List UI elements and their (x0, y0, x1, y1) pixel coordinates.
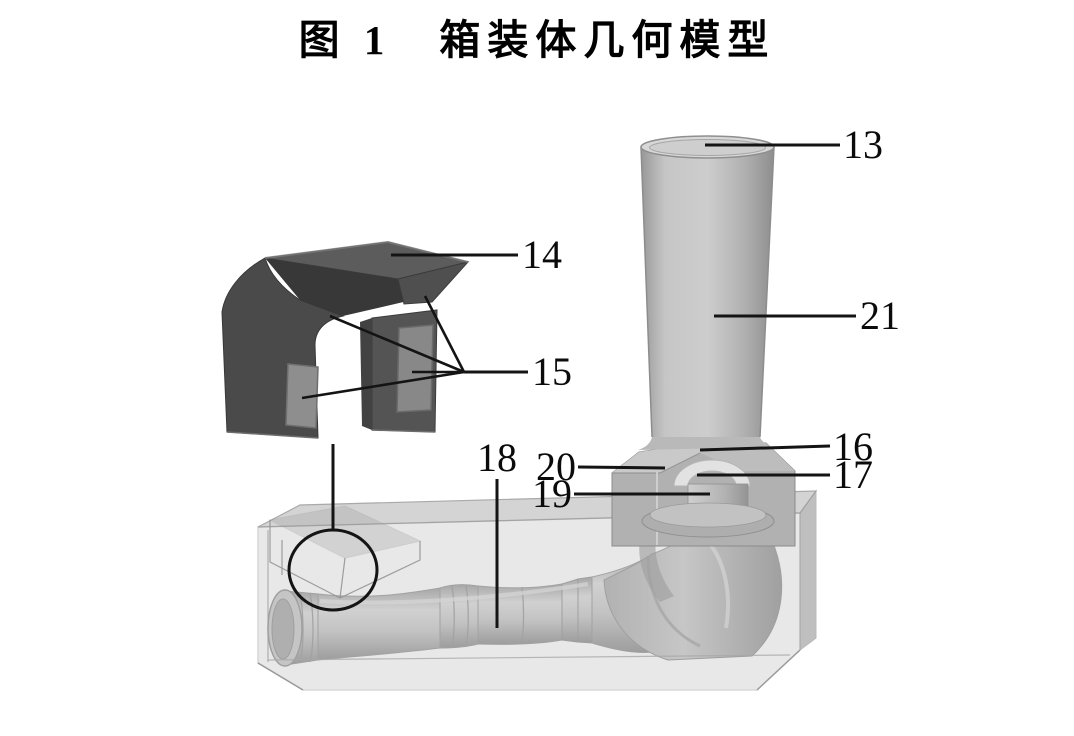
leader-15-branch-slope (423, 295, 466, 373)
part-label-14: 14 (522, 232, 562, 277)
cylinder-side-edges (640, 146, 775, 438)
cylinder-bottom-flare (638, 437, 772, 450)
cover-bottom-edge (226, 429, 436, 439)
case-bottom-seam (267, 654, 791, 661)
cover-right-slope-facet (397, 261, 470, 305)
leader-lines-15 (301, 295, 528, 400)
detail-circle-annotation (287, 528, 379, 612)
cover-part (221, 240, 470, 439)
part-label-13: 13 (843, 122, 883, 167)
part-label-17: 17 (833, 452, 873, 497)
case-bottom-bevel-edges (257, 649, 801, 691)
part-label-16: 16 (833, 424, 873, 469)
part-label-18: 18 (477, 435, 517, 480)
leader-line-16 (699, 444, 831, 452)
figure-title: 图 1 箱装体几何模型 (298, 17, 776, 63)
part-labels: 13 21 14 15 16 17 18 20 19 (477, 122, 900, 516)
cylinder-body (641, 147, 774, 437)
leader-15-branch-arch (329, 314, 465, 374)
callout-annotations (287, 143, 856, 628)
cover-right-leg-side-facet (360, 318, 372, 430)
case-right-slab (799, 489, 817, 651)
case-inner-wedge-lines (269, 520, 421, 599)
pipe-top-highlight (319, 582, 589, 605)
junction-chamfer-edge (612, 452, 701, 474)
part-label-15: 15 (532, 349, 572, 394)
nozzle-cylinder (638, 135, 775, 450)
part-label-20: 20 (536, 444, 576, 489)
leader-line-20 (577, 465, 666, 470)
flange-ring-top (649, 502, 767, 528)
junction-top-left-facet (612, 443, 700, 473)
pipe-muzzle-inner (271, 598, 295, 660)
transparent-case (257, 505, 801, 691)
pipe-ring-lines (299, 584, 525, 664)
cover-left-panel (285, 363, 319, 429)
saddle-collar (673, 459, 751, 487)
cover-right-panel (396, 324, 434, 413)
part-label-21: 21 (860, 293, 900, 338)
cylinder-top-inner-rim (649, 139, 766, 156)
leader-15-branch-left-panel (301, 370, 465, 400)
part-label-19: 19 (532, 471, 572, 516)
